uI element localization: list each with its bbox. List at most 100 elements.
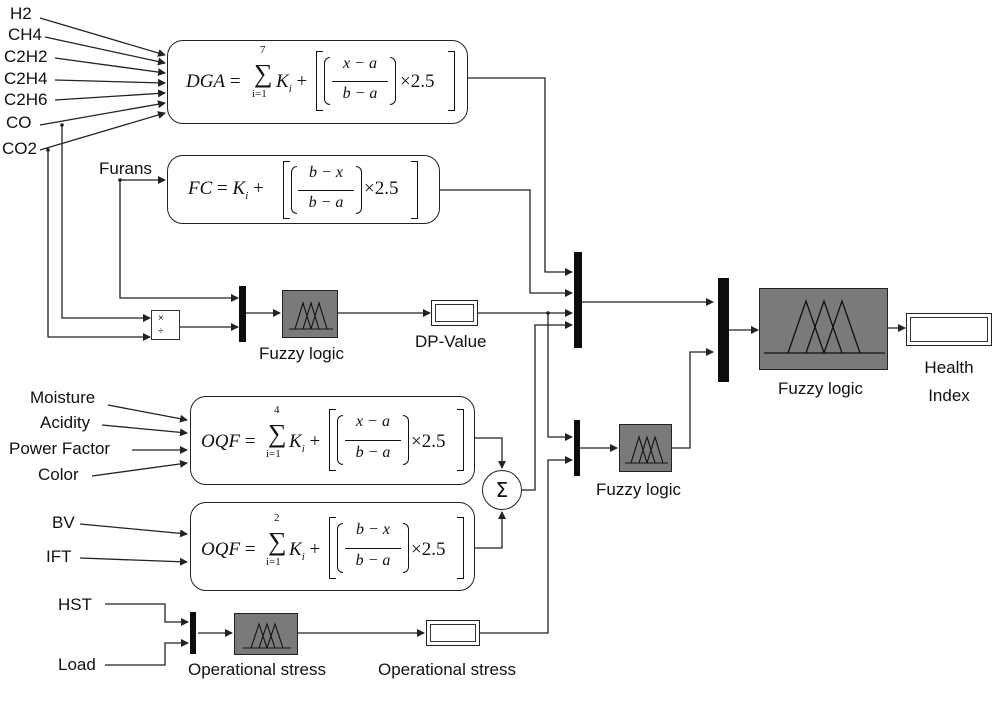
junction-furans: [118, 178, 122, 182]
health-index-label-line2: Index: [928, 386, 970, 405]
oqf1-term: K: [289, 431, 302, 452]
sum-block[interactable]: Σ: [482, 470, 522, 510]
label-c2h6: C2H6: [4, 90, 48, 109]
fuzzy-logic-block-1[interactable]: [282, 290, 338, 338]
wire-dga-out: [468, 77, 573, 276]
product-block[interactable]: × ÷: [151, 310, 180, 340]
label-ch4: CH4: [8, 25, 43, 44]
label-moisture: Moisture: [30, 388, 96, 407]
dga-lower-limit: i=1: [252, 88, 267, 100]
membership-functions-icon: [243, 622, 291, 649]
wire-color: [91, 459, 188, 477]
membership-functions-icon: [764, 299, 885, 354]
oqf1-formula-block[interactable]: OQF = 4 ∑ i=1 Ki + x − a b − a ×2.5: [190, 396, 475, 485]
wire-c2h2: [54, 57, 166, 77]
wire-h2: [39, 17, 166, 57]
oqf2-numerator: b − x: [356, 521, 390, 538]
wire-oqf1-sum: [475, 437, 506, 469]
fc-numerator: b − x: [309, 164, 343, 181]
fc-multiplier: ×2.5: [364, 178, 399, 199]
fc-denominator: b − a: [308, 194, 344, 211]
label-h2: H2: [10, 4, 32, 23]
dga-term: K: [276, 71, 289, 92]
label-co2: CO2: [2, 139, 37, 158]
wire-bv: [79, 523, 188, 538]
fuzzy-logic-1-label: Fuzzy logic: [259, 344, 345, 363]
junction-co2: [46, 148, 50, 152]
label-furans: Furans: [99, 159, 152, 178]
label-hst: HST: [58, 595, 92, 614]
operational-stress-display[interactable]: [426, 620, 480, 646]
dp-value-label: DP-Value: [415, 332, 487, 351]
label-color: Color: [38, 465, 79, 484]
label-c2h4: C2H4: [4, 69, 48, 88]
membership-functions-icon: [289, 301, 333, 330]
oqf1-sigma: ∑: [268, 419, 287, 448]
fc-lhs: FC: [188, 178, 213, 199]
wire-co2-branch: [47, 150, 151, 341]
junction-co: [60, 123, 64, 127]
oqf2-denominator: b − a: [355, 552, 391, 569]
label-acidity: Acidity: [40, 413, 91, 432]
oqf1-denominator: b − a: [355, 444, 391, 461]
wire-moisture: [107, 404, 188, 423]
oqf2-lower-limit: i=1: [266, 556, 281, 568]
multiply-symbol: ×: [158, 313, 164, 324]
oqf1-numerator: x − a: [356, 413, 390, 430]
oqf1-lower-limit: i=1: [266, 448, 281, 460]
wire-dp-tap: [547, 313, 573, 441]
divide-symbol: ÷: [158, 326, 164, 337]
wire-load: [105, 639, 189, 666]
label-power-factor: Power Factor: [9, 439, 111, 458]
wire-ch4: [44, 36, 166, 66]
wire-fc-out: [440, 189, 573, 297]
fc-term: K: [232, 178, 246, 199]
wire-oqf2-sum: [475, 511, 506, 549]
health-index-display[interactable]: [906, 313, 992, 346]
oqf2-lhs: OQF: [201, 539, 241, 560]
dga-sigma: ∑: [254, 59, 273, 88]
operational-stress-display-label: Operational stress: [378, 660, 516, 679]
operational-stress-fuzzy-block[interactable]: [234, 613, 298, 655]
wire-co: [39, 100, 166, 126]
mux-4[interactable]: [574, 420, 580, 476]
label-load: Load: [58, 655, 96, 674]
fuzzy-logic-main-block[interactable]: [759, 288, 888, 370]
dga-formula-block[interactable]: DGA = 7 ∑ i=1 Ki + x − a b − a ×2.5: [167, 40, 468, 124]
operational-stress-fuzzy-label: Operational stress: [188, 660, 326, 679]
label-bv: BV: [52, 513, 75, 532]
dga-upper-limit: 7: [260, 44, 266, 56]
oqf2-sigma: ∑: [268, 527, 287, 556]
fuzzy-logic-2-label: Fuzzy logic: [596, 480, 682, 499]
oqf1-upper-limit: 4: [274, 404, 280, 416]
mux-5[interactable]: [190, 612, 196, 654]
wire-c2h6: [54, 89, 166, 101]
fuzzy-logic-main-label: Fuzzy logic: [778, 379, 864, 398]
wire-fuzzy2-mux3: [672, 348, 714, 449]
wire-c2h4: [54, 78, 166, 87]
wire-co-branch: [61, 125, 151, 322]
dp-value-display[interactable]: [431, 300, 478, 326]
fc-formula-block[interactable]: FC = Ki + b − x b − a ×2.5: [167, 155, 440, 224]
wire-furans-down: [119, 180, 239, 302]
dga-multiplier: ×2.5: [400, 71, 435, 92]
wire-hst: [105, 603, 189, 626]
oqf1-multiplier: ×2.5: [411, 431, 446, 452]
wire-acidity: [101, 424, 188, 437]
mux-1[interactable]: [239, 286, 246, 342]
sum-symbol: Σ: [495, 478, 509, 502]
mux-3[interactable]: [718, 278, 729, 382]
dga-denominator: b − a: [342, 85, 378, 102]
label-co: CO: [6, 113, 32, 132]
label-ift: IFT: [46, 547, 72, 566]
health-index-label-line1: Health: [924, 358, 974, 377]
wire-ift: [79, 557, 188, 566]
dga-lhs: DGA: [186, 71, 226, 92]
oqf2-upper-limit: 2: [274, 512, 280, 524]
mux-2[interactable]: [574, 252, 582, 348]
oqf2-formula-block[interactable]: OQF = 2 ∑ i=1 Ki + b − x b − a ×2.5: [190, 502, 475, 591]
fuzzy-logic-block-2[interactable]: [619, 424, 672, 472]
membership-functions-icon: [625, 435, 668, 464]
oqf2-multiplier: ×2.5: [411, 539, 446, 560]
